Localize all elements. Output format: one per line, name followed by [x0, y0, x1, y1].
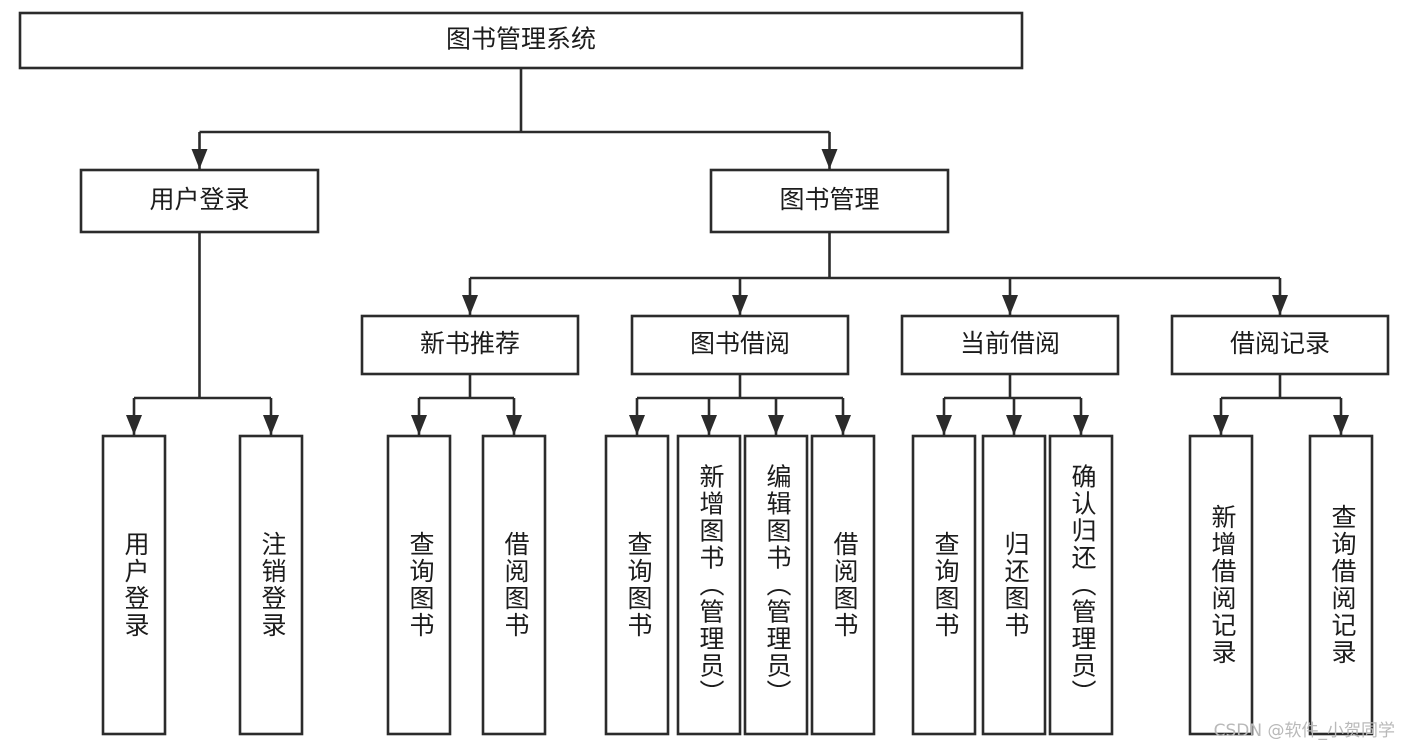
node-label-current-confirm-return: 确认归还（管理员）	[1068, 464, 1097, 707]
node-root[interactable]: 图书管理系统	[18, 11, 1024, 70]
node-recommend-query-book[interactable]: 查询图书	[386, 434, 452, 736]
node-box-user-logout-leaf	[238, 434, 304, 736]
node-records-add[interactable]: 新增借阅记录	[1188, 434, 1254, 736]
node-box-current-borrow	[900, 314, 1120, 376]
arrow-head-icon	[462, 295, 478, 315]
node-label-borrow-query-book: 查询图书	[624, 531, 653, 639]
node-label-book-management: 图书管理	[779, 185, 879, 214]
node-label-new-book-recommend: 新书推荐	[420, 329, 520, 358]
node-box-borrow-add-book	[676, 434, 742, 736]
node-label-records-add: 新增借阅记录	[1208, 504, 1237, 666]
node-current-return-book[interactable]: 归还图书	[981, 434, 1047, 736]
node-book-management[interactable]: 图书管理	[709, 168, 950, 234]
node-box-records-query	[1308, 434, 1374, 736]
arrow-head-icon	[1333, 415, 1349, 435]
node-label-borrow-edit-book: 编辑图书（管理员）	[763, 464, 792, 707]
node-box-root	[18, 11, 1024, 70]
node-borrow-edit-book[interactable]: 编辑图书（管理员）	[743, 434, 809, 736]
node-user-login[interactable]: 用户登录	[79, 168, 320, 234]
arrow-head-icon	[701, 415, 717, 435]
connector-layer	[126, 68, 1349, 435]
arrow-head-icon	[411, 415, 427, 435]
node-label-user-login-leaf: 用户登录	[121, 531, 150, 639]
node-label-user-login: 用户登录	[149, 185, 249, 214]
arrow-head-icon	[1073, 415, 1089, 435]
arrow-head-icon	[1213, 415, 1229, 435]
node-borrow-query-book[interactable]: 查询图书	[604, 434, 670, 736]
node-box-current-return-book	[981, 434, 1047, 736]
arrow-head-icon	[1002, 295, 1018, 315]
arrow-head-icon	[936, 415, 952, 435]
node-label-current-return-book: 归还图书	[1001, 531, 1030, 639]
node-box-current-query-book	[911, 434, 977, 736]
node-box-current-confirm-return	[1048, 434, 1114, 736]
arrow-head-icon	[732, 295, 748, 315]
node-current-query-book[interactable]: 查询图书	[911, 434, 977, 736]
node-current-borrow[interactable]: 当前借阅	[900, 314, 1120, 376]
node-box-borrow-edit-book	[743, 434, 809, 736]
arrow-head-icon	[821, 149, 838, 169]
arrow-head-icon	[263, 415, 279, 435]
node-label-records-query: 查询借阅记录	[1328, 504, 1357, 666]
node-box-user-login	[79, 168, 320, 234]
arrow-head-icon	[629, 415, 645, 435]
node-layer: 图书管理系统用户登录用户登录注销登录图书管理新书推荐查询图书借阅图书图书借阅查询…	[18, 11, 1390, 736]
arrow-head-icon	[1006, 415, 1022, 435]
node-label-book-borrow: 图书借阅	[690, 329, 790, 358]
node-box-new-book-recommend	[360, 314, 580, 376]
node-box-recommend-query-book	[386, 434, 452, 736]
csdn-watermark: CSDN @软件_小贺同学	[1213, 721, 1395, 741]
node-label-borrow-borrow-book: 借阅图书	[830, 531, 859, 639]
arrow-head-icon	[191, 149, 208, 169]
arrow-head-icon	[506, 415, 522, 435]
node-new-book-recommend[interactable]: 新书推荐	[360, 314, 580, 376]
node-book-borrow[interactable]: 图书借阅	[630, 314, 850, 376]
node-box-user-login-leaf	[101, 434, 167, 736]
arrow-head-icon	[1272, 295, 1288, 315]
node-box-borrow-borrow-book	[810, 434, 876, 736]
arrow-head-icon	[768, 415, 784, 435]
node-label-current-borrow: 当前借阅	[960, 329, 1060, 358]
node-box-recommend-borrow-book	[481, 434, 547, 736]
node-label-user-logout-leaf: 注销登录	[258, 531, 287, 639]
node-label-recommend-query-book: 查询图书	[406, 531, 435, 639]
node-box-borrow-records	[1170, 314, 1390, 376]
arrow-head-icon	[126, 415, 142, 435]
node-box-borrow-query-book	[604, 434, 670, 736]
node-box-records-add	[1188, 434, 1254, 736]
node-label-recommend-borrow-book: 借阅图书	[501, 531, 530, 639]
arrow-head-icon	[835, 415, 851, 435]
node-label-current-query-book: 查询图书	[931, 531, 960, 639]
node-box-book-borrow	[630, 314, 850, 376]
node-borrow-borrow-book[interactable]: 借阅图书	[810, 434, 876, 736]
node-user-logout-leaf[interactable]: 注销登录	[238, 434, 304, 736]
node-label-borrow-add-book: 新增图书（管理员）	[696, 464, 725, 707]
node-records-query[interactable]: 查询借阅记录	[1308, 434, 1374, 736]
node-box-book-management	[709, 168, 950, 234]
node-borrow-add-book[interactable]: 新增图书（管理员）	[676, 434, 742, 736]
node-borrow-records[interactable]: 借阅记录	[1170, 314, 1390, 376]
node-label-borrow-records: 借阅记录	[1230, 329, 1330, 358]
node-user-login-leaf[interactable]: 用户登录	[101, 434, 167, 736]
node-label-root: 图书管理系统	[446, 25, 596, 54]
node-recommend-borrow-book[interactable]: 借阅图书	[481, 434, 547, 736]
node-current-confirm-return[interactable]: 确认归还（管理员）	[1048, 434, 1114, 736]
